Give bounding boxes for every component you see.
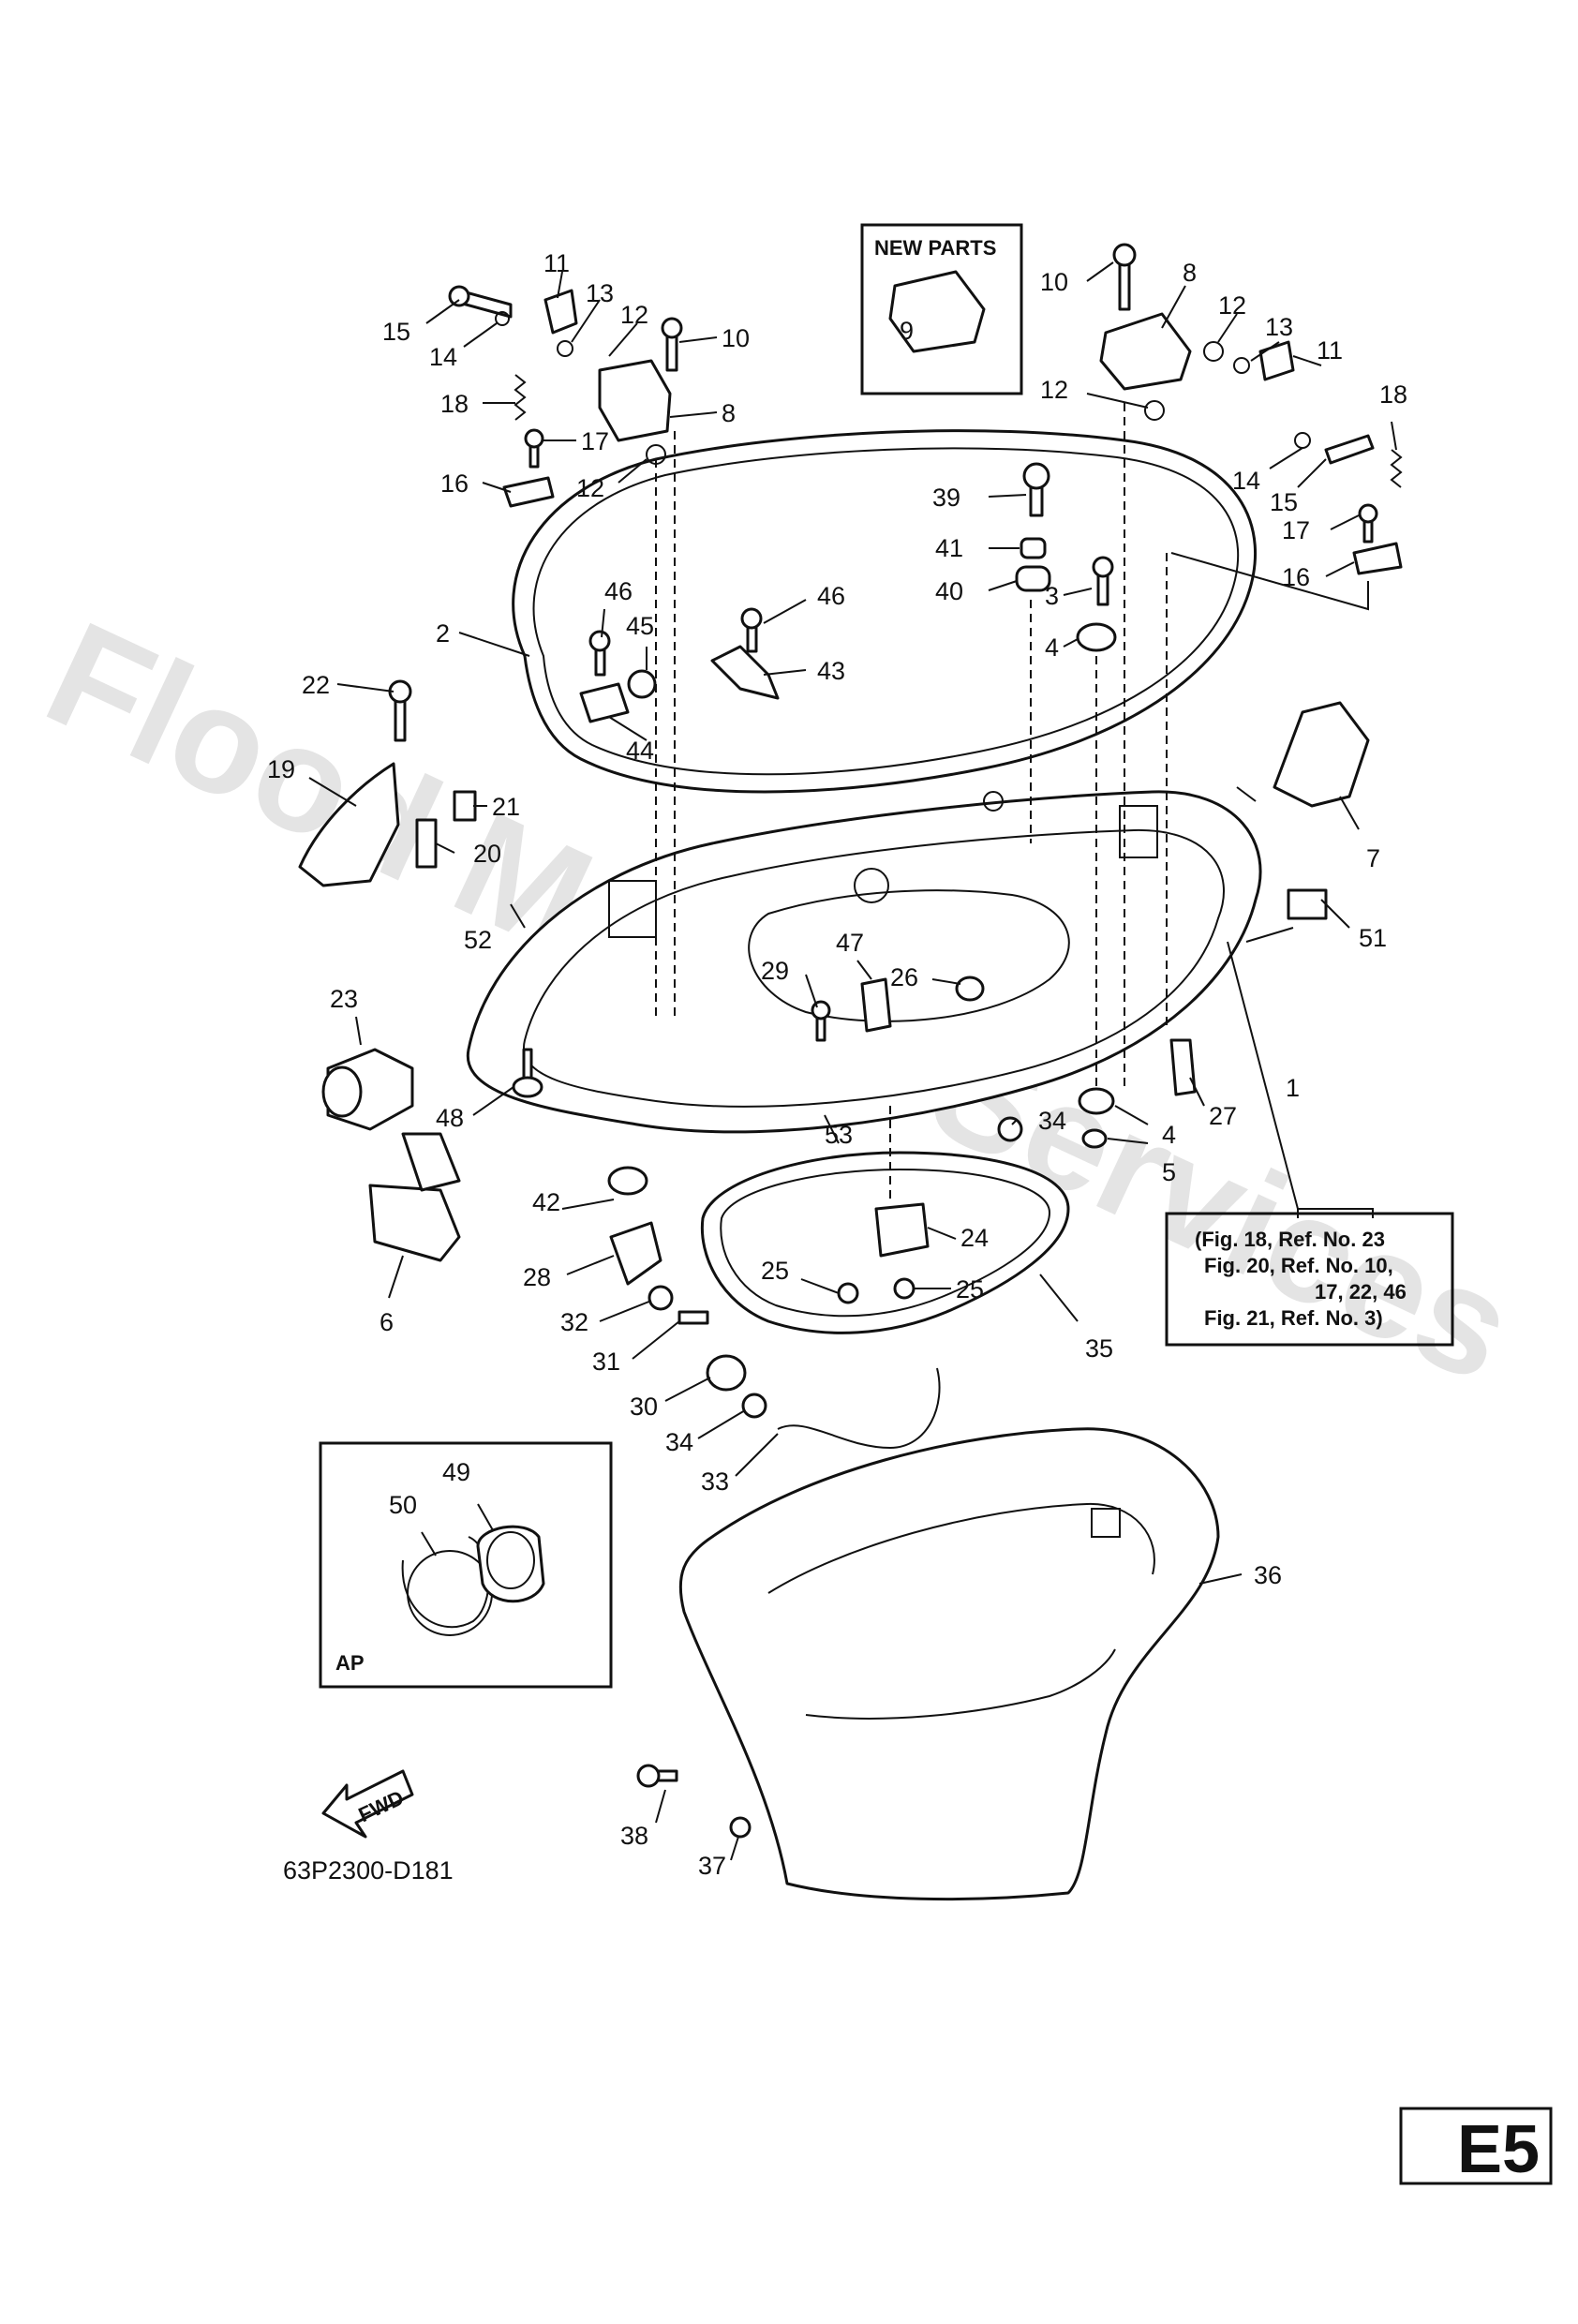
latch-plate-left <box>502 476 555 508</box>
callout-52: 52 <box>464 926 492 954</box>
callout-39: 39 <box>932 484 960 512</box>
reference-line-4: Fig. 21, Ref. No. 3) <box>1204 1306 1383 1330</box>
callout-46: 46 <box>817 582 845 610</box>
reference-note-box: (Fig. 18, Ref. No. 23 Fig. 20, Ref. No. … <box>1165 1212 1454 1347</box>
reference-line-2: Fig. 20, Ref. No. 10, <box>1204 1254 1393 1277</box>
reference-line-3: 17, 22, 46 <box>1315 1280 1407 1304</box>
callout-46: 46 <box>604 577 633 605</box>
callout-17: 17 <box>1282 516 1310 544</box>
callout-6: 6 <box>380 1308 394 1336</box>
callout-3: 3 <box>1045 582 1059 610</box>
ap-inset-box: AP <box>319 1441 613 1689</box>
callout-12: 12 <box>620 301 648 329</box>
handle <box>1273 701 1370 808</box>
bottom-cowling <box>466 790 1262 1134</box>
callout-12: 12 <box>1218 291 1246 320</box>
callout-31: 31 <box>592 1348 620 1376</box>
callout-38: 38 <box>620 1822 648 1850</box>
callout-25: 25 <box>761 1257 789 1285</box>
hook-left <box>598 359 672 442</box>
callout-8: 8 <box>1183 259 1197 287</box>
callout-44: 44 <box>626 737 654 765</box>
callout-14: 14 <box>429 343 457 371</box>
callout-1: 1 <box>1286 1074 1300 1102</box>
callout-8: 8 <box>722 399 736 427</box>
hook-right <box>1099 312 1192 391</box>
diagram-code: 63P2300-D181 <box>283 1856 454 1885</box>
callout-16: 16 <box>440 469 469 498</box>
callout-12: 12 <box>1040 376 1068 404</box>
callout-34: 34 <box>665 1428 693 1456</box>
callout-11: 11 <box>1317 336 1343 365</box>
callout-40: 40 <box>935 577 963 605</box>
callout-45: 45 <box>626 612 654 640</box>
ap-label: AP <box>335 1651 365 1675</box>
small-parts <box>298 243 1403 1839</box>
callout-47: 47 <box>836 929 864 957</box>
callout-21: 21 <box>492 793 520 821</box>
callout-24: 24 <box>960 1224 989 1252</box>
callout-27: 27 <box>1209 1102 1237 1130</box>
callout-10: 10 <box>1040 268 1068 296</box>
callout-19: 19 <box>267 755 295 783</box>
hook-new-part <box>888 270 986 353</box>
callout-20: 20 <box>473 840 501 868</box>
callout-51: 51 <box>1359 924 1387 952</box>
callout-29: 29 <box>761 957 789 985</box>
callout-labels: 1 2 3 4 4 5 6 7 8 8 9 10 10 11 11 12 12 … <box>267 249 1407 1880</box>
callout-22: 22 <box>302 671 330 699</box>
callout-41: 41 <box>935 534 963 562</box>
callout-5: 5 <box>1162 1158 1176 1186</box>
callout-10: 10 <box>722 324 750 352</box>
callout-13: 13 <box>1265 313 1293 341</box>
top-cowling-gasket <box>512 429 1258 794</box>
callout-32: 32 <box>560 1308 588 1336</box>
new-parts-label: NEW PARTS <box>874 236 996 260</box>
fwd-arrow: FWD <box>321 1769 414 1839</box>
reference-line-1: (Fig. 18, Ref. No. 23 <box>1195 1228 1385 1251</box>
callout-4: 4 <box>1045 633 1059 662</box>
latch-bracket-left <box>543 289 578 335</box>
callout-12: 12 <box>576 474 604 502</box>
callout-42: 42 <box>532 1188 560 1216</box>
callout-15: 15 <box>382 318 410 346</box>
plug-cover <box>368 1184 461 1262</box>
callout-53: 53 <box>825 1121 853 1149</box>
callout-30: 30 <box>630 1393 658 1421</box>
callout-9: 9 <box>900 317 914 345</box>
callout-15: 15 <box>1270 488 1298 516</box>
side-cover <box>298 762 400 887</box>
callout-18: 18 <box>1379 380 1407 409</box>
page-code: E5 <box>1457 2112 1540 2187</box>
callout-28: 28 <box>523 1263 551 1291</box>
lower-apron <box>678 1427 1220 1901</box>
callout-48: 48 <box>436 1104 464 1132</box>
callout-26: 26 <box>890 963 918 991</box>
callout-49: 49 <box>442 1458 470 1486</box>
callout-11: 11 <box>543 249 570 277</box>
callout-35: 35 <box>1085 1334 1113 1363</box>
callout-2: 2 <box>436 619 450 648</box>
callout-7: 7 <box>1366 844 1380 872</box>
callout-4: 4 <box>1162 1121 1176 1149</box>
callout-14: 14 <box>1232 467 1260 495</box>
callout-16: 16 <box>1282 563 1310 591</box>
new-parts-box: NEW PARTS <box>860 223 1023 395</box>
callout-13: 13 <box>586 279 614 307</box>
page-code-box: E5 <box>1399 2107 1553 2187</box>
callout-50: 50 <box>389 1491 417 1519</box>
callout-23: 23 <box>330 985 358 1013</box>
callout-25: 25 <box>956 1275 984 1304</box>
callout-34: 34 <box>1038 1107 1066 1135</box>
callout-33: 33 <box>701 1467 729 1496</box>
callout-43: 43 <box>817 657 845 685</box>
callout-36: 36 <box>1254 1561 1282 1589</box>
callout-37: 37 <box>698 1852 726 1880</box>
callout-17: 17 <box>581 427 609 455</box>
callout-18: 18 <box>440 390 469 418</box>
